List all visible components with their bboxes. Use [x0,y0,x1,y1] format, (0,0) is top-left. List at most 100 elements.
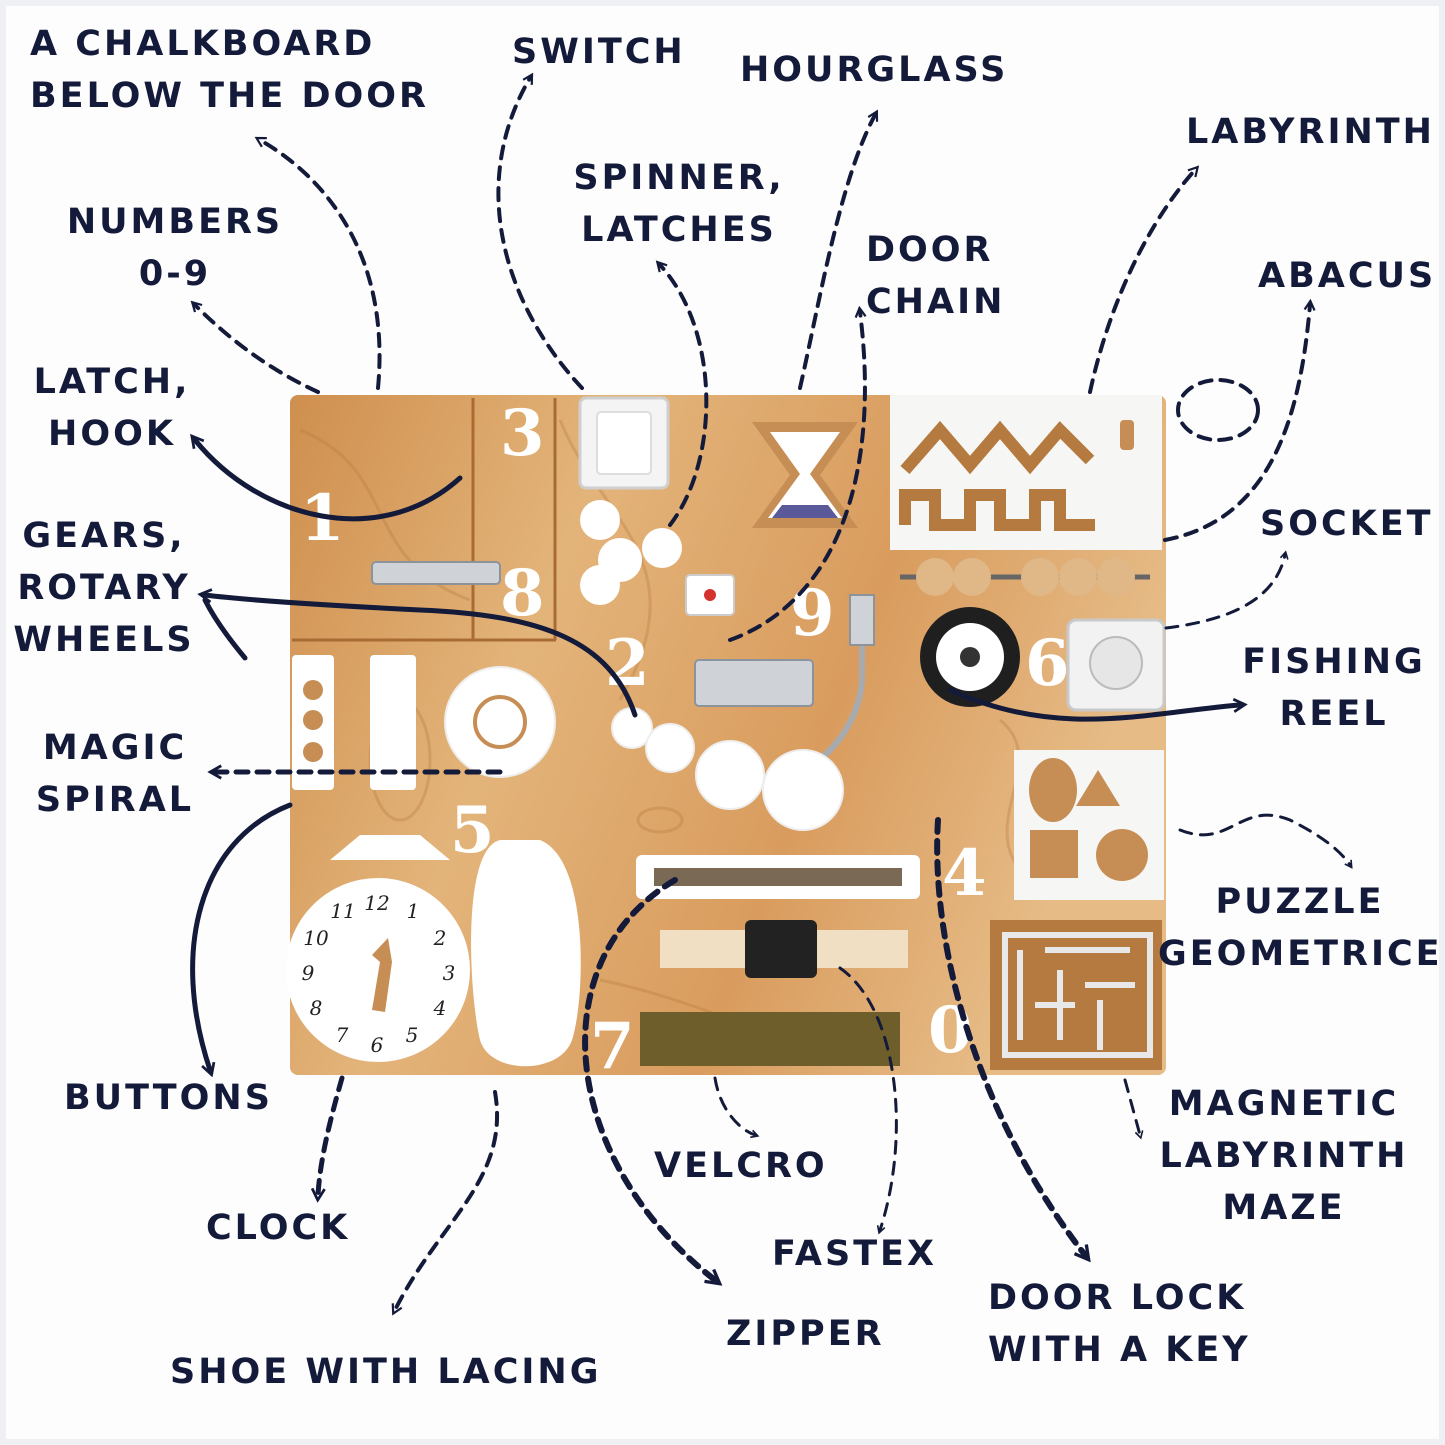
label-gears: GEARS, ROTARY WHEELS [4,510,204,666]
label-line: SWITCH [512,32,686,72]
label-line: PUZZLE [1215,882,1385,922]
clock-2: 2 [433,926,447,950]
label-line: BUTTONS [64,1078,273,1118]
label-latch-hook: LATCH, HOOK [22,356,202,460]
arrow-fishing-reel [947,687,1240,722]
label-line: VELCRO [654,1146,828,1186]
label-fishing-reel: FISHING REEL [1234,636,1434,740]
numeral-9: 9 [790,576,835,651]
label-chalkboard: A CHALKBOARD BELOW THE DOOR [30,18,429,122]
fishing-reel [920,607,1020,707]
label-line: ABACUS [1258,256,1437,296]
label-puzzle: PUZZLE GEOMETRICE [1158,876,1442,980]
label-line: SPINNER, [573,158,785,198]
arrow-fastex [838,966,898,1230]
arrow-door-lock [934,817,1085,1255]
label-line: LATCHES [581,210,777,250]
label-line: MAGIC [42,728,188,768]
labyrinth-panel [890,395,1162,550]
clock-1: 1 [407,899,420,923]
arrow-switch [496,78,584,390]
arrow-buttons [190,802,293,1070]
label-line: 0-9 [138,254,212,294]
buttons-panel [292,655,416,790]
clock-11: 11 [330,899,355,923]
clock-8: 8 [310,996,323,1020]
label-line: FASTEX [772,1234,937,1274]
label-line: HOURGLASS [740,50,1009,90]
label-buttons: BUTTONS [64,1072,273,1124]
solid-callout-arrows [193,440,1240,1070]
label-magic-spiral: MAGIC SPIRAL [20,722,210,826]
label-abacus: ABACUS [1258,250,1436,302]
numeral-5: 5 [450,793,495,868]
label-numbers: NUMBERS 0-9 [60,196,290,300]
clock-7: 7 [336,1023,349,1047]
label-line: SPIRAL [35,780,195,820]
label-door-chain: DOOR CHAIN [866,224,1005,328]
numeral-7: 7 [590,1009,635,1084]
clock-10: 10 [303,926,329,950]
arrow-hourglass [798,115,875,390]
clock-12: 12 [364,891,389,915]
board-numerals: 1 3 8 9 2 6 5 4 7 0 [300,396,1070,1084]
clock-numerals: 12 1 2 3 4 5 6 7 8 9 10 11 [302,891,456,1057]
arrow-spinner [660,265,709,527]
label-line: GEOMETRICE [1158,934,1443,974]
socket [1066,618,1166,712]
numeral-6: 6 [1025,626,1070,701]
clock-9: 9 [302,961,315,985]
numeral-3: 3 [500,396,545,471]
zipper-strap-velcro [636,855,920,1066]
fidget-spinner [580,500,682,605]
label-line: HOOK [48,414,176,454]
lacing-shoe [471,840,581,1067]
arrow-latch-hook [195,440,463,522]
arrow-puzzle [1178,813,1350,865]
label-line: GEARS, [22,516,186,556]
label-line: DOOR [866,230,994,270]
arrow-shoe [395,1090,499,1310]
label-magnetic-maze: MAGNETIC LABYRINTH MAZE [1150,1078,1418,1234]
label-line: BELOW THE DOOR [30,76,429,116]
clock-4: 4 [433,996,447,1020]
label-line: A CHALKBOARD [30,24,376,64]
arrow-gears-branch [202,597,248,661]
label-shoe: SHOE WITH LACING [170,1346,601,1398]
arrow-abacus [1163,305,1310,542]
label-door-lock: DOOR LOCK WITH A KEY [988,1272,1251,1376]
arrow-zipper [582,877,715,1280]
arrow-magnetic-maze [1123,1078,1140,1135]
switch [578,396,670,490]
label-line: ROTARY [17,568,191,608]
arrow-chalkboard [260,140,382,390]
hourglass [752,422,858,528]
label-line: WITH A KEY [988,1330,1251,1370]
label-line: LATCH, [33,362,191,402]
arrow-gears [205,595,638,718]
label-line: FISHING [1242,642,1426,682]
label-zipper: ZIPPER [726,1308,885,1360]
label-line: SHOE WITH LACING [170,1352,602,1392]
arrow-socket [1164,555,1285,630]
abacus-beads [900,558,1150,596]
label-line: SOCKET [1260,504,1434,544]
label-switch: SWITCH [512,26,686,78]
clock-6: 6 [371,1033,384,1057]
arrow-labyrinth [1088,170,1195,394]
numeral-4: 4 [942,836,987,911]
label-spinner: SPINNER, LATCHES [566,152,792,256]
clock-5: 5 [406,1023,419,1047]
label-hourglass: HOURGLASS [740,44,1008,96]
label-line: CLOCK [206,1208,351,1248]
label-labyrinth: LABYRINTH [1186,106,1435,158]
abacus-callout-circle [1176,378,1260,442]
label-line: CHAIN [866,282,1006,322]
clock-3: 3 [443,961,456,985]
callout-arrows [195,78,1350,1310]
label-line: MAZE [1222,1188,1346,1228]
label-line: ZIPPER [726,1314,885,1354]
label-line: MAGNETIC [1168,1084,1400,1124]
arrow-velcro [713,1076,755,1135]
